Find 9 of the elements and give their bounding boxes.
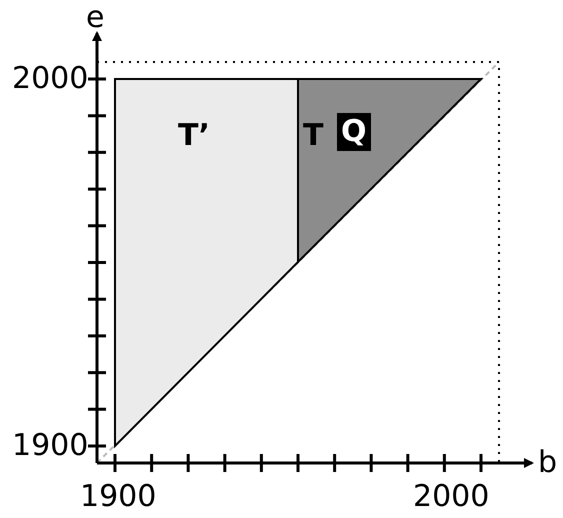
- boxed-letter: Q: [337, 113, 371, 151]
- axis-label: b: [538, 446, 558, 480]
- region-label: T: [303, 119, 324, 153]
- tick-label: 2000: [413, 480, 490, 514]
- tick-label: 1900: [80, 480, 156, 514]
- axis-label: e: [86, 1, 104, 35]
- region-label: T’: [178, 119, 210, 153]
- tick-label: 1900: [12, 429, 88, 463]
- tick-label: 2000: [12, 62, 88, 96]
